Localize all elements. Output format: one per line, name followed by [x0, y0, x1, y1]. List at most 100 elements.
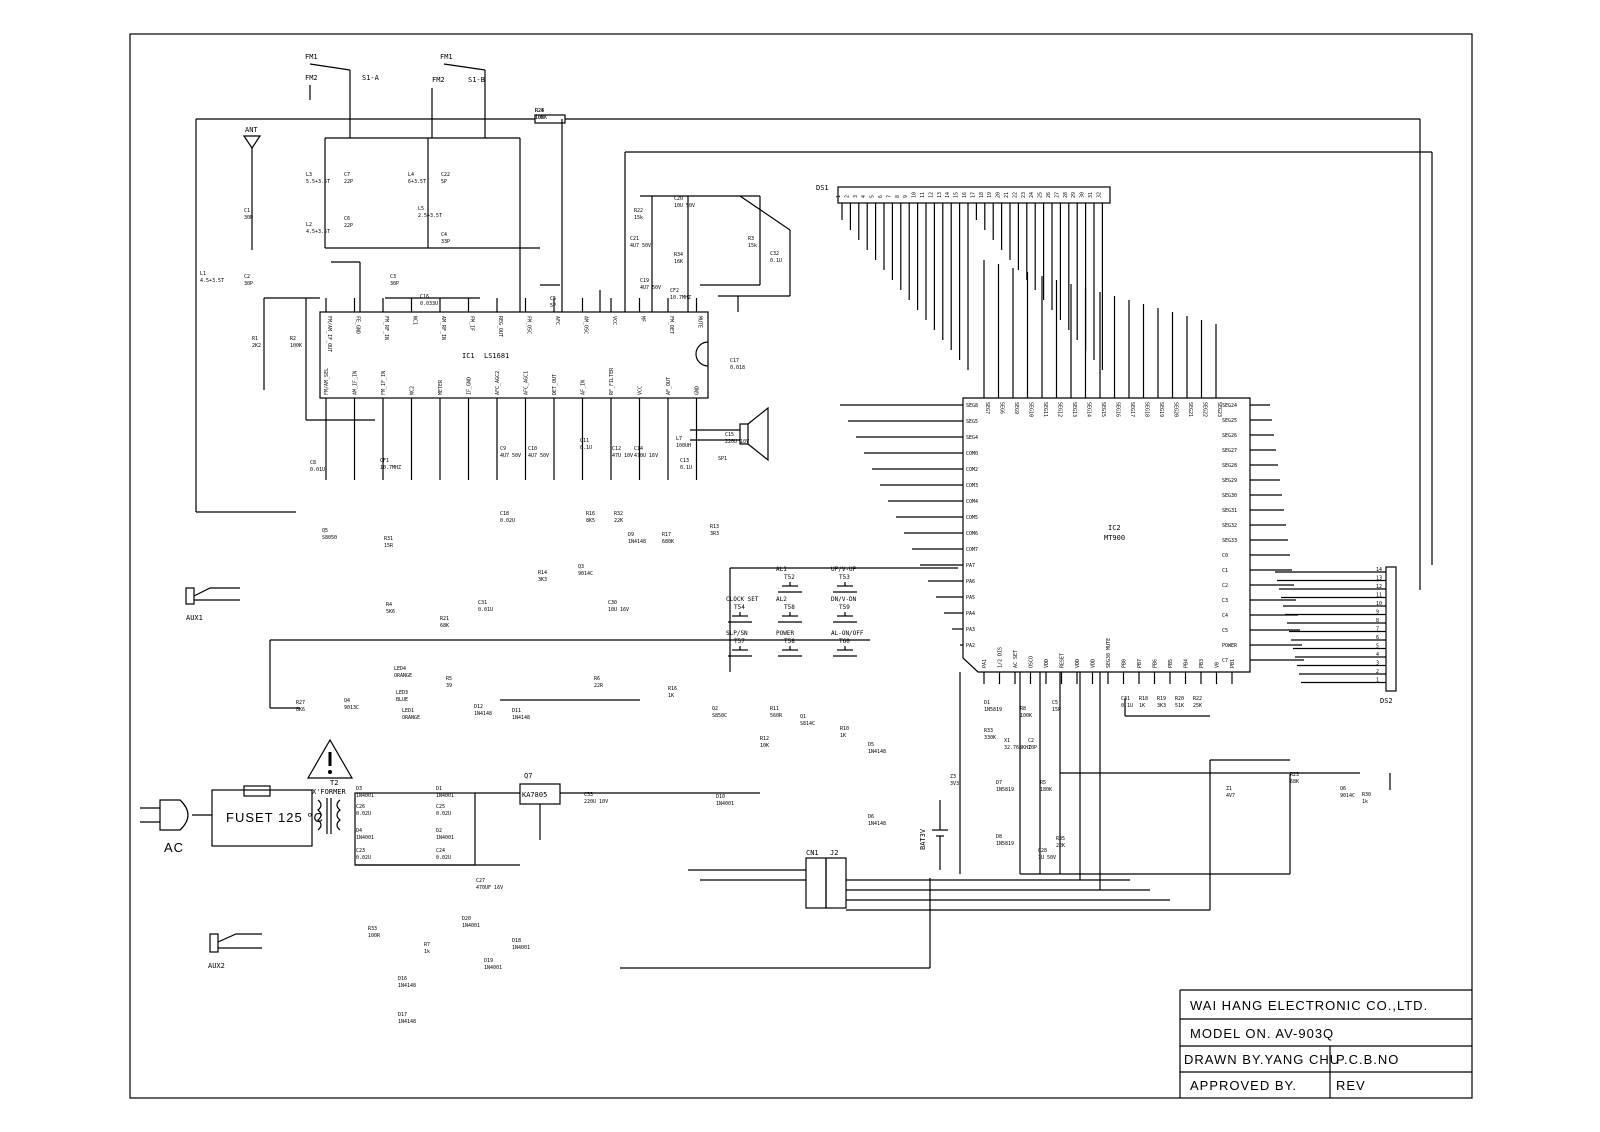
ic2-left-pin-label: SEG8: [966, 403, 978, 409]
component-ref: R19: [1157, 696, 1166, 702]
tact-switch-ref: T54: [734, 604, 745, 611]
ic2-bottom-pin-label: PB5: [1168, 659, 1174, 668]
ds2-pin-number: 6: [1376, 635, 1379, 641]
ic2-left-pin-label: PA7: [966, 563, 975, 569]
component-value: 560R: [770, 713, 783, 719]
component-ref: D8: [996, 834, 1002, 840]
component-ref: D10: [716, 794, 725, 800]
ds1-pin-number: 17: [970, 192, 976, 198]
component-value: 9013C: [344, 705, 359, 711]
component-value: 330K: [984, 735, 996, 741]
component-value: 0.1U: [770, 258, 782, 264]
ic1-bottom-pin-label: AM_IF_IN: [353, 371, 359, 395]
component-value: 22R: [594, 683, 604, 689]
ds1-pin-number: 1: [836, 195, 842, 198]
component-ref: R27: [296, 700, 305, 706]
ic2-top-pin-label: SEG22: [1202, 402, 1208, 417]
component-ref: L7: [676, 436, 682, 442]
component-ref: C30: [608, 600, 617, 606]
component-ref: Q5: [322, 528, 328, 534]
component-value: 470U 16V: [634, 453, 658, 459]
ds1-pin-number: 3: [853, 195, 859, 198]
component-ref: R33: [368, 926, 377, 932]
component-value: 0.02U: [356, 811, 371, 817]
ic2-left-pin-label: COM5: [966, 515, 978, 521]
component-value: 15P: [1052, 707, 1061, 713]
ic2-bottom-pin-label: VDD: [1044, 659, 1050, 668]
component-value: 4V7: [1226, 793, 1235, 799]
ic1-top-pin-label: FM_RF_IN: [383, 316, 389, 340]
ic2-top-pin-label: SEG13: [1071, 402, 1077, 417]
svg-text:X'FORMER: X'FORMER: [312, 788, 347, 796]
component-label: L14.5+3.5T: [200, 271, 224, 284]
component-value: 10U 50V: [674, 203, 695, 209]
component-value: 1N5819: [984, 707, 1002, 713]
component-value: 51K: [1175, 703, 1184, 709]
component-ref: LED1: [402, 708, 414, 714]
component-ref: CF1: [380, 458, 389, 464]
ic2-bottom-pin-label: PB1: [1230, 659, 1236, 668]
component-ref: C18: [500, 511, 509, 517]
ic1-bottom-pin-label: NC2: [410, 386, 416, 395]
ic1-bottom-pin-label: METER: [438, 379, 444, 395]
ic2-name: IC2: [1108, 524, 1121, 532]
ic2-left-pin-label: PA2: [966, 643, 975, 649]
tact-switch-name: SLP/SN: [726, 630, 748, 637]
tact-switch-name: UP/V-UP: [831, 566, 857, 573]
ic2-bottom-pin-label: VDD: [1075, 659, 1081, 668]
ic2-right-pin-label: C3: [1222, 598, 1228, 604]
component-value: 9014C: [1340, 793, 1355, 799]
ds1-pin-number: 25: [1038, 192, 1044, 198]
ic1-top-pin-label: REG_OUT: [497, 316, 503, 337]
title-model: MODEL ON. AV-903Q: [1190, 1026, 1334, 1041]
component-value: 10K: [535, 115, 544, 121]
component-value: 1N4001: [436, 835, 454, 841]
component-ref: C10: [528, 446, 537, 452]
component-value: 0.1U: [1121, 703, 1133, 709]
component-value: 0.02U: [356, 855, 371, 861]
component-ref: C20: [674, 196, 683, 202]
component-ref: C16: [420, 294, 429, 300]
ic2-top-pin-label: SEG9: [1013, 402, 1019, 414]
ic1-top-pin-label: AM_OSC: [583, 316, 589, 334]
component-ref: R5: [446, 676, 452, 682]
ds1-pin-number: 6: [878, 195, 884, 198]
component-value: 0.018: [730, 365, 745, 371]
component-value: 4.5+3.5T: [306, 229, 330, 235]
ds1-pin-number: 20: [996, 192, 1002, 198]
ic1-bottom-pin-label: GND: [695, 386, 701, 395]
component-value: 0.033U: [420, 301, 438, 307]
ic2-bottom-pin-label: RESET: [1060, 653, 1066, 668]
ic2-right-pin-label: SEG32: [1222, 523, 1237, 529]
component-value: 1N4148: [628, 539, 646, 545]
ds1-pin-number: 8: [895, 195, 901, 198]
ic2-top-pin-label: SEG11: [1042, 402, 1048, 417]
component-ref: D1: [984, 700, 990, 706]
tact-switch-name: AL1: [776, 566, 787, 573]
component-value: 68K: [1290, 779, 1299, 785]
ic2-bottom-pin-label: V0: [1215, 662, 1221, 668]
component-value: 10.7MHZ: [670, 295, 691, 301]
ic2-bottom-pin-label: SEG38 MUTE: [1106, 638, 1112, 668]
